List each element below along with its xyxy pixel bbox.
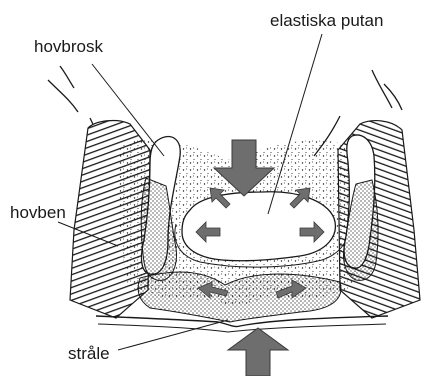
label-hoof-cartilage: hovbrosk	[34, 38, 103, 55]
leader-frog	[118, 320, 228, 350]
label-coffin-bone: hovben	[10, 204, 66, 221]
arrow-up-large	[228, 328, 288, 376]
label-elastic-cushion: elastiska putan	[270, 12, 383, 29]
label-frog: stråle	[68, 345, 110, 362]
frog-region	[138, 272, 341, 322]
